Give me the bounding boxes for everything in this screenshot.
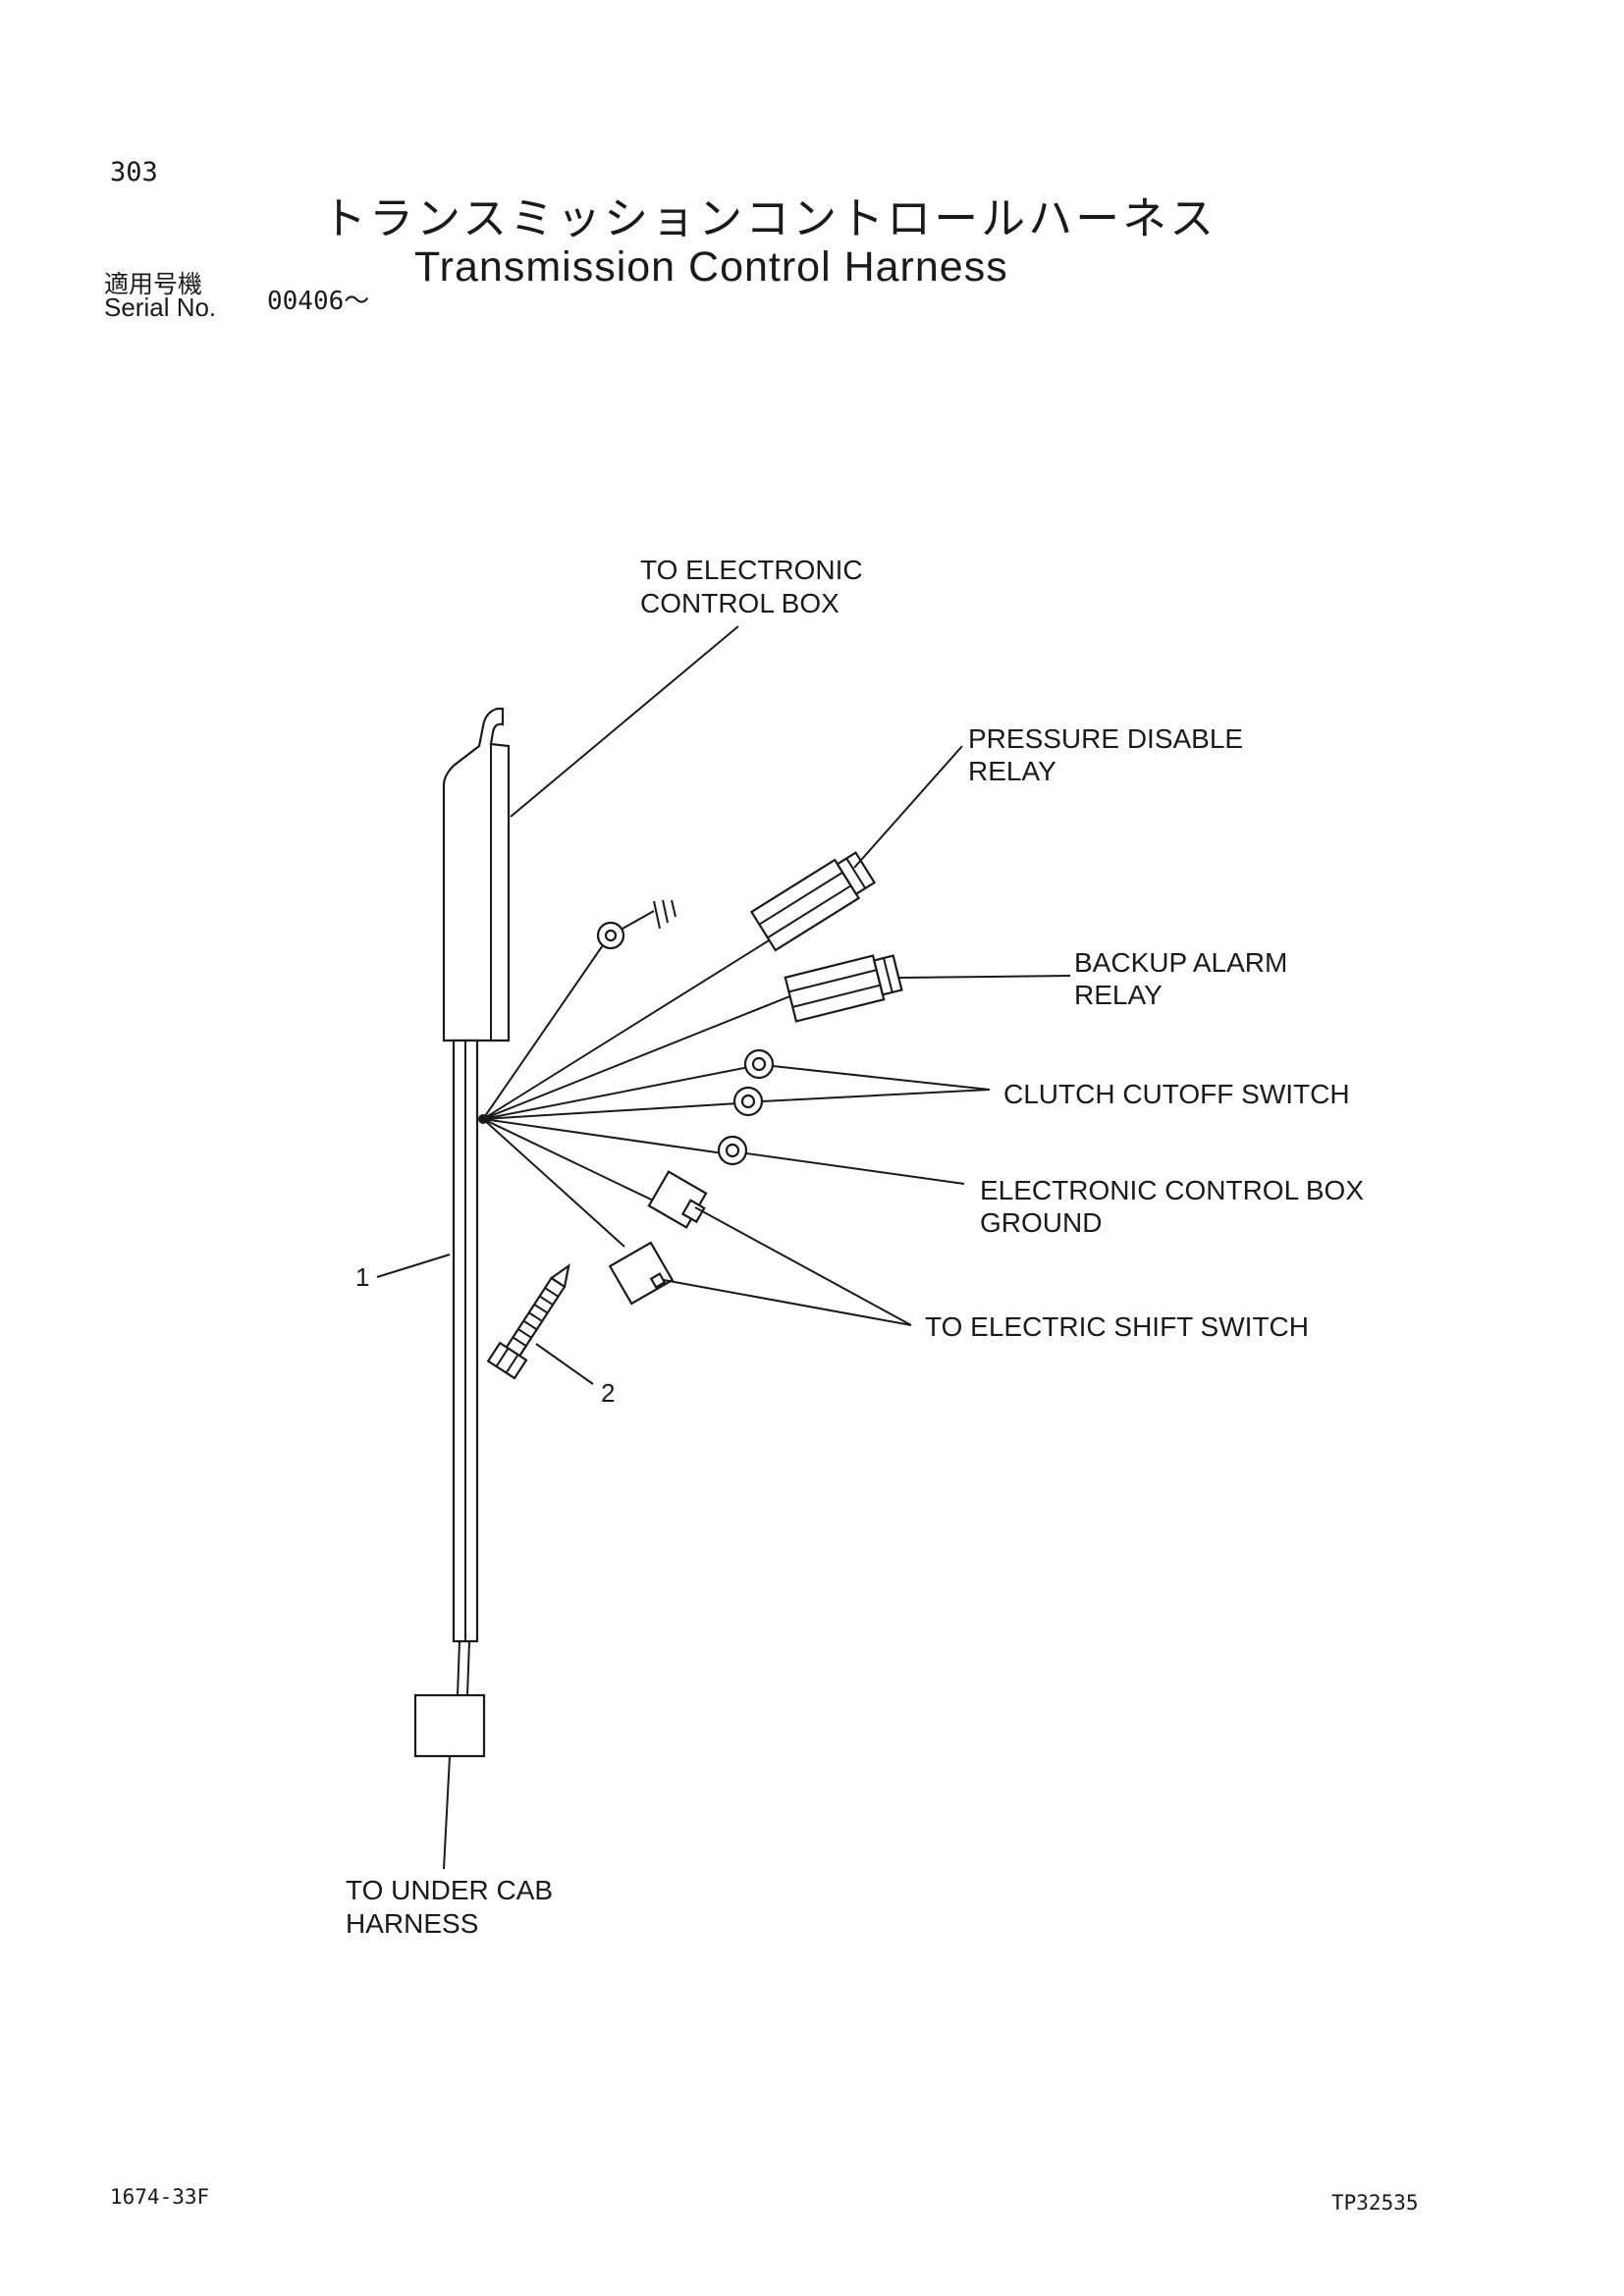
footer-left-code: 1674-33F xyxy=(110,2185,210,2209)
page-title-english: Transmission Control Harness xyxy=(414,243,1008,291)
cable-tie xyxy=(486,1263,570,1380)
leader-clutch-cutoff-lower xyxy=(761,1089,991,1102)
leader-clutch-cutoff-upper xyxy=(772,1065,991,1091)
label-electronic-control-box-ground-line2: GROUND xyxy=(980,1207,1102,1238)
harness-junction xyxy=(478,1114,488,1124)
label-under-cab-harness-line2: HARNESS xyxy=(346,1908,478,1939)
serial-label-japanese: 適用号機 xyxy=(104,270,203,298)
pressure-disable-relay xyxy=(749,851,877,952)
leader-cable-tie xyxy=(535,1343,594,1385)
label-electronic-control-box-line1: TO ELECTRONIC xyxy=(640,555,863,585)
label-clutch-cutoff-switch: CLUTCH CUTOFF SWITCH xyxy=(1003,1079,1350,1109)
serial-label-english: Serial No. xyxy=(104,293,217,322)
label-under-cab-harness-line1: TO UNDER CAB xyxy=(346,1875,553,1905)
under-cab-connector xyxy=(413,1640,486,1870)
page-title-japanese: トランスミッションコントロールハーネス xyxy=(322,192,1218,244)
leader-pressure-disable-relay xyxy=(853,745,963,869)
label-pressure-disable-relay-line1: PRESSURE DISABLE xyxy=(968,723,1243,754)
leader-harness xyxy=(376,1254,451,1278)
leader-electric-shift-upper xyxy=(694,1206,912,1326)
leader-electronic-control-box-ground xyxy=(745,1152,965,1185)
branch-wires xyxy=(478,936,798,1248)
clutch-cutoff-switch-terminal-upper xyxy=(743,1048,775,1080)
electronic-control-box-ground-terminal xyxy=(717,1135,748,1166)
clutch-cutoff-switch-terminal-lower xyxy=(732,1086,764,1117)
serial-number-value: 00406～ xyxy=(267,287,370,316)
callout-harness: 1 xyxy=(355,1262,369,1292)
electric-shift-switch-connector-lower xyxy=(608,1241,675,1306)
label-electronic-control-box-ground-line1: ELECTRONIC CONTROL BOX xyxy=(980,1175,1364,1205)
footer-right-code: TP32535 xyxy=(1331,2191,1419,2215)
backup-alarm-relay xyxy=(784,954,903,1023)
page-number: 303 xyxy=(110,157,158,187)
electronic-control-box-connector xyxy=(442,707,511,1042)
electric-shift-switch-connector-upper xyxy=(647,1170,708,1229)
label-electric-shift-switch: TO ELECTRIC SHIFT SWITCH xyxy=(925,1311,1309,1342)
callout-cable-tie: 2 xyxy=(601,1378,615,1408)
harness-main-sleeve xyxy=(452,1039,479,1643)
leader-electric-shift-lower xyxy=(663,1279,912,1326)
label-backup-alarm-relay-line1: BACKUP ALARM xyxy=(1074,947,1287,978)
leader-backup-alarm-relay xyxy=(898,975,1071,979)
label-electronic-control-box-line2: CONTROL BOX xyxy=(640,588,839,618)
ground-terminal xyxy=(596,899,677,950)
leader-electronic-control-box xyxy=(510,625,739,818)
label-backup-alarm-relay-line2: RELAY xyxy=(1074,980,1163,1010)
label-pressure-disable-relay-line2: RELAY xyxy=(968,756,1056,786)
